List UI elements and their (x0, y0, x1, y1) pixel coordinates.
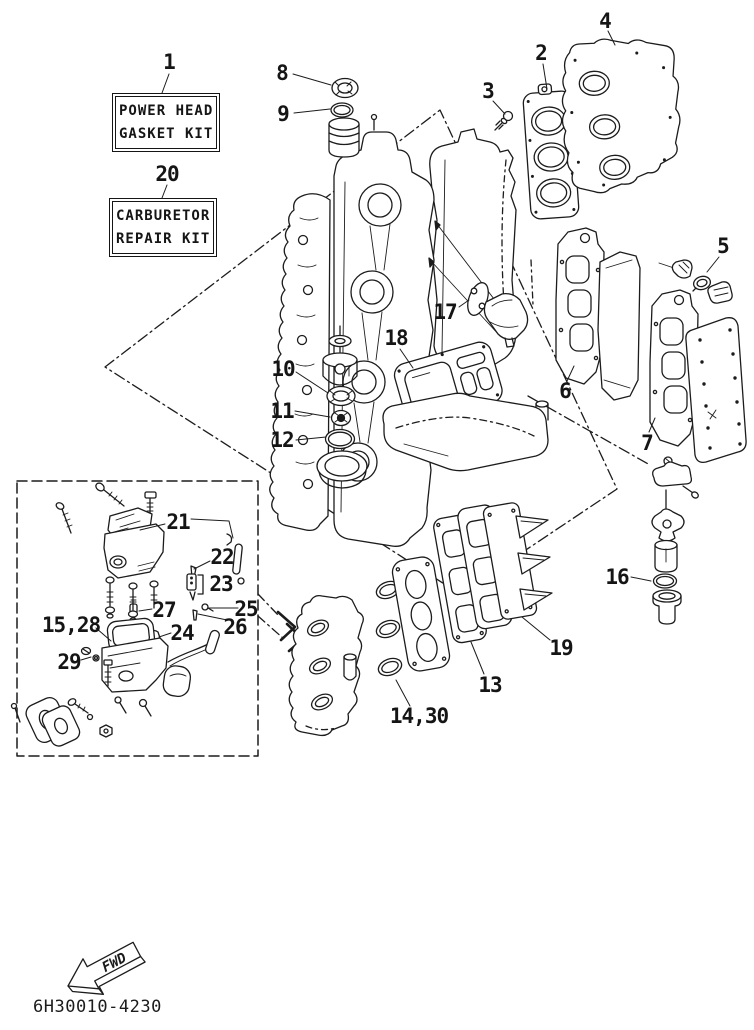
bearing-seal-stack (316, 325, 368, 489)
power-head-kit-line1: POWER HEAD (119, 103, 214, 119)
label-leader-lines (80, 30, 720, 707)
exhaust-outer-cover (685, 317, 747, 463)
o-ring-part16 (652, 573, 678, 589)
part-label-14-30: 14,30 (389, 704, 449, 728)
o-ring-part9 (330, 102, 354, 118)
carburetor-kit-parts (10, 482, 245, 747)
carburetor-repair-kit-box: CARBURETOR REPAIR KIT (109, 198, 218, 258)
part-label-19: 19 (549, 636, 573, 660)
bracket-part17 (467, 282, 529, 348)
plug-part (328, 117, 360, 158)
exhaust-inner-cover (597, 251, 641, 401)
part-label-26: 26 (223, 615, 247, 639)
crankcase-side-plate (269, 193, 331, 532)
part-label-3: 3 (482, 79, 495, 103)
part-label-18: 18 (384, 326, 408, 350)
part-label-8: 8 (276, 61, 289, 85)
part-label-20: 20 (155, 162, 179, 186)
power-head-kit-line2: GASKET KIT (119, 125, 214, 142)
part-label-24: 24 (170, 621, 194, 645)
carburetor-kit-line1: CARBURETOR (116, 208, 211, 224)
part-label-17: 17 (433, 300, 457, 324)
carburetor-kit-line2: REPAIR KIT (116, 230, 211, 247)
part-label-27: 27 (152, 598, 176, 622)
part-label-2: 2 (535, 41, 548, 65)
part-label-10: 10 (271, 357, 295, 381)
part-label-25: 25 (234, 597, 258, 621)
part-label-4: 4 (599, 9, 612, 33)
part-label-16: 16 (605, 565, 629, 589)
intake-manifold-gasket (391, 556, 451, 672)
cylinder-block-side-view (288, 594, 364, 737)
power-head-gasket-kit-box: POWER HEAD GASKET KIT (112, 93, 221, 153)
fwd-arrow: FWD (67, 941, 146, 995)
o-rings-part14-30 (375, 580, 403, 677)
part-label-6: 6 (559, 379, 572, 403)
part-code: 6H30010-4230 (33, 997, 162, 1017)
part-label-12: 12 (270, 428, 294, 452)
thermostat-cap (652, 589, 682, 625)
part-label-23: 23 (209, 572, 233, 596)
fitting-part5 (658, 259, 733, 304)
part-label-5: 5 (717, 234, 730, 258)
oil-seal-part8 (331, 77, 359, 99)
exhaust-gasket-part6 (555, 227, 605, 385)
part-label-21: 21 (166, 510, 190, 534)
head-cover-part4 (561, 38, 681, 194)
bolt-part3 (494, 110, 514, 131)
part-label-22: 22 (210, 545, 234, 569)
carburetor-kit-box (16, 480, 259, 757)
thermostat-stack (651, 456, 699, 573)
part-label-13: 13 (478, 673, 502, 697)
exhaust-gasket-part7 (649, 289, 699, 447)
reed-valve-gasket-part13 (433, 514, 487, 644)
part-label-29: 29 (57, 650, 81, 674)
part-label-7: 7 (641, 431, 654, 455)
exhaust-guide-pan (382, 392, 549, 472)
part-label-1: 1 (163, 50, 176, 74)
part-label-11: 11 (270, 399, 294, 423)
reed-stops-part19 (482, 502, 553, 620)
part-label-9: 9 (277, 102, 290, 126)
part-label-15-28: 15,28 (41, 613, 101, 637)
